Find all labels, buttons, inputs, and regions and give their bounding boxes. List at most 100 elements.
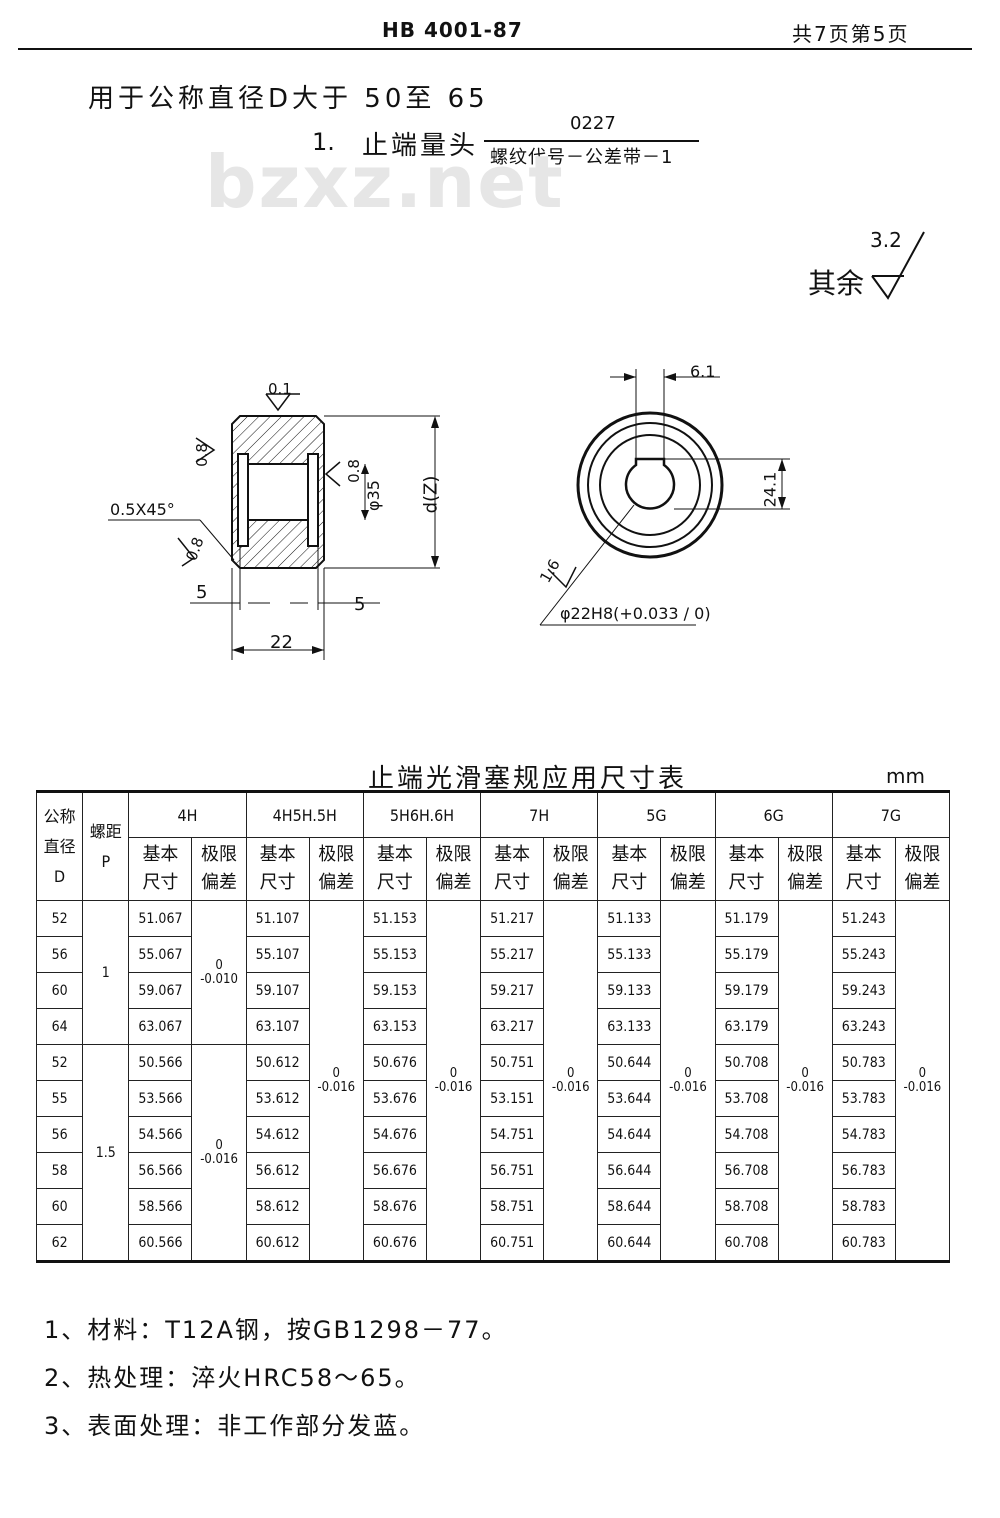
basic-size-cell: 50.566: [128, 1044, 193, 1081]
page-indicator: 共7页第5页: [792, 22, 910, 46]
nominal-diameter-cell: 60: [35, 972, 84, 1009]
basic-size-cell: 55.067: [128, 936, 193, 973]
basic-size-cell: 63.067: [128, 1008, 193, 1045]
basic-size-cell: 59.107: [245, 972, 310, 1009]
section-view-drawing: [108, 393, 440, 660]
basic-size-cell: 54.783: [831, 1116, 896, 1153]
note-item: 3、表面处理：非工作部分发蓝。: [44, 1412, 426, 1440]
basic-size-cell: 59.153: [362, 972, 427, 1009]
basic-size-cell: 54.676: [362, 1116, 427, 1153]
header-tolerance-group: 5G: [597, 790, 716, 838]
basic-size-cell: 58.644: [597, 1188, 662, 1225]
basic-size-cell: 51.217: [480, 900, 545, 937]
basic-size-cell: 53.612: [245, 1080, 310, 1117]
nominal-diameter-cell: 56: [35, 1116, 84, 1153]
nominal-diameter-cell: 56: [35, 936, 84, 973]
scope-text: 用于公称直径D大于 50至 65: [88, 84, 489, 114]
basic-size-cell: 59.217: [480, 972, 545, 1009]
code-numerator: 0227: [570, 113, 616, 134]
basic-size-cell: 59.067: [128, 972, 193, 1009]
header-basic-size: 基本尺寸: [128, 837, 193, 901]
basic-size-cell: 56.612: [245, 1152, 310, 1189]
deviation-cell: 0-0.016: [425, 900, 482, 1263]
basic-size-cell: 59.133: [597, 972, 662, 1009]
basic-size-cell: 50.612: [245, 1044, 310, 1081]
basic-size-cell: 59.243: [831, 972, 896, 1009]
outer-diameter-label: d(Z): [420, 475, 442, 514]
nominal-diameter-cell: 62: [35, 1224, 84, 1263]
basic-size-cell: 63.153: [362, 1008, 427, 1045]
basic-size-cell: 51.133: [597, 900, 662, 937]
basic-size-cell: 58.676: [362, 1188, 427, 1225]
header-basic-size: 基本尺寸: [597, 837, 662, 901]
table-unit: mm: [886, 764, 925, 788]
basic-size-cell: 50.783: [831, 1044, 896, 1081]
nominal-diameter-cell: 58: [35, 1152, 84, 1189]
header-rule: [18, 48, 972, 50]
nominal-diameter-cell: 64: [35, 1008, 84, 1045]
deviation-cell: 0-0.016: [894, 900, 951, 1263]
header-tolerance-group: 7H: [480, 790, 599, 838]
chamfer-label: 0.5X45°: [110, 500, 175, 519]
basic-size-cell: 50.676: [362, 1044, 427, 1081]
basic-size-cell: 51.067: [128, 900, 193, 937]
basic-size-cell: 55.217: [480, 936, 545, 973]
code-denominator: 螺纹代号－公差带－1: [490, 147, 674, 168]
table-row: 60 59.067 59.107 59.153 59.217 59.133 59.179 59…: [35, 972, 950, 1009]
basic-size-cell: 59.179: [714, 972, 779, 1009]
header-tolerance-group: 6G: [714, 790, 833, 838]
key-width-label: 6.1: [690, 362, 716, 381]
basic-size-cell: 56.676: [362, 1152, 427, 1189]
bore-fit-label: φ22H8(+0.033 / 0): [560, 604, 711, 623]
header-tolerance-group: 4H: [128, 790, 247, 838]
header-limit-deviation: 极限偏差: [660, 837, 716, 901]
roughness-left-label: 0.8: [192, 443, 211, 467]
nominal-diameter-cell: 60: [35, 1188, 84, 1225]
header-limit-deviation: 极限偏差: [777, 837, 833, 901]
deviation-cell: 0-0.016: [543, 900, 599, 1263]
basic-size-cell: 50.644: [597, 1044, 662, 1081]
deviation-cell: 0-0.016: [191, 1044, 247, 1263]
basic-size-cell: 60.566: [128, 1224, 193, 1263]
basic-size-cell: 63.217: [480, 1008, 545, 1045]
basic-size-cell: 53.676: [362, 1080, 427, 1117]
basic-size-cell: 56.751: [480, 1152, 545, 1189]
table-title: 止端光滑塞规应用尺寸表: [368, 764, 688, 794]
basic-size-cell: 54.751: [480, 1116, 545, 1153]
land-right-label: 5: [354, 594, 366, 615]
code-fraction-bar: [484, 140, 699, 142]
header-limit-deviation: 极限偏差: [543, 837, 599, 901]
basic-size-cell: 55.133: [597, 936, 662, 973]
basic-size-cell: 53.783: [831, 1080, 896, 1117]
basic-size-cell: 60.612: [245, 1224, 310, 1263]
basic-size-cell: 63.133: [597, 1008, 662, 1045]
pitch-cell: 1: [82, 900, 130, 1045]
note-item: 2、热处理：淬火HRC58～65。: [44, 1364, 421, 1392]
standard-number: HB 4001-87: [382, 18, 523, 42]
basic-size-cell: 50.708: [714, 1044, 779, 1081]
surface-rest-value: 3.2: [870, 228, 902, 252]
basic-size-cell: 54.566: [128, 1116, 193, 1153]
basic-size-cell: 60.676: [362, 1224, 427, 1263]
basic-size-cell: 63.107: [245, 1008, 310, 1045]
basic-size-cell: 50.751: [480, 1044, 545, 1081]
basic-size-cell: 60.708: [714, 1224, 779, 1263]
surface-rest-label: 其余: [808, 267, 865, 300]
basic-size-cell: 53.151: [480, 1080, 545, 1117]
basic-size-cell: 63.179: [714, 1008, 779, 1045]
deviation-cell: 0-0.016: [308, 900, 364, 1263]
key-depth-label: 24.1: [760, 471, 780, 508]
deviation-cell: 0-0.016: [777, 900, 833, 1263]
basic-size-cell: 60.751: [480, 1224, 545, 1263]
nominal-diameter-cell: 52: [35, 1044, 84, 1081]
basic-size-cell: 51.107: [245, 900, 310, 937]
header-basic-size: 基本尺寸: [831, 837, 896, 901]
basic-size-cell: 55.243: [831, 936, 896, 973]
pitch-cell: 1.5: [82, 1044, 130, 1263]
technical-notes: 1、材料：T12A钢，按GB1298－77。 2、热处理：淬火HRC58～65。…: [44, 1306, 508, 1450]
